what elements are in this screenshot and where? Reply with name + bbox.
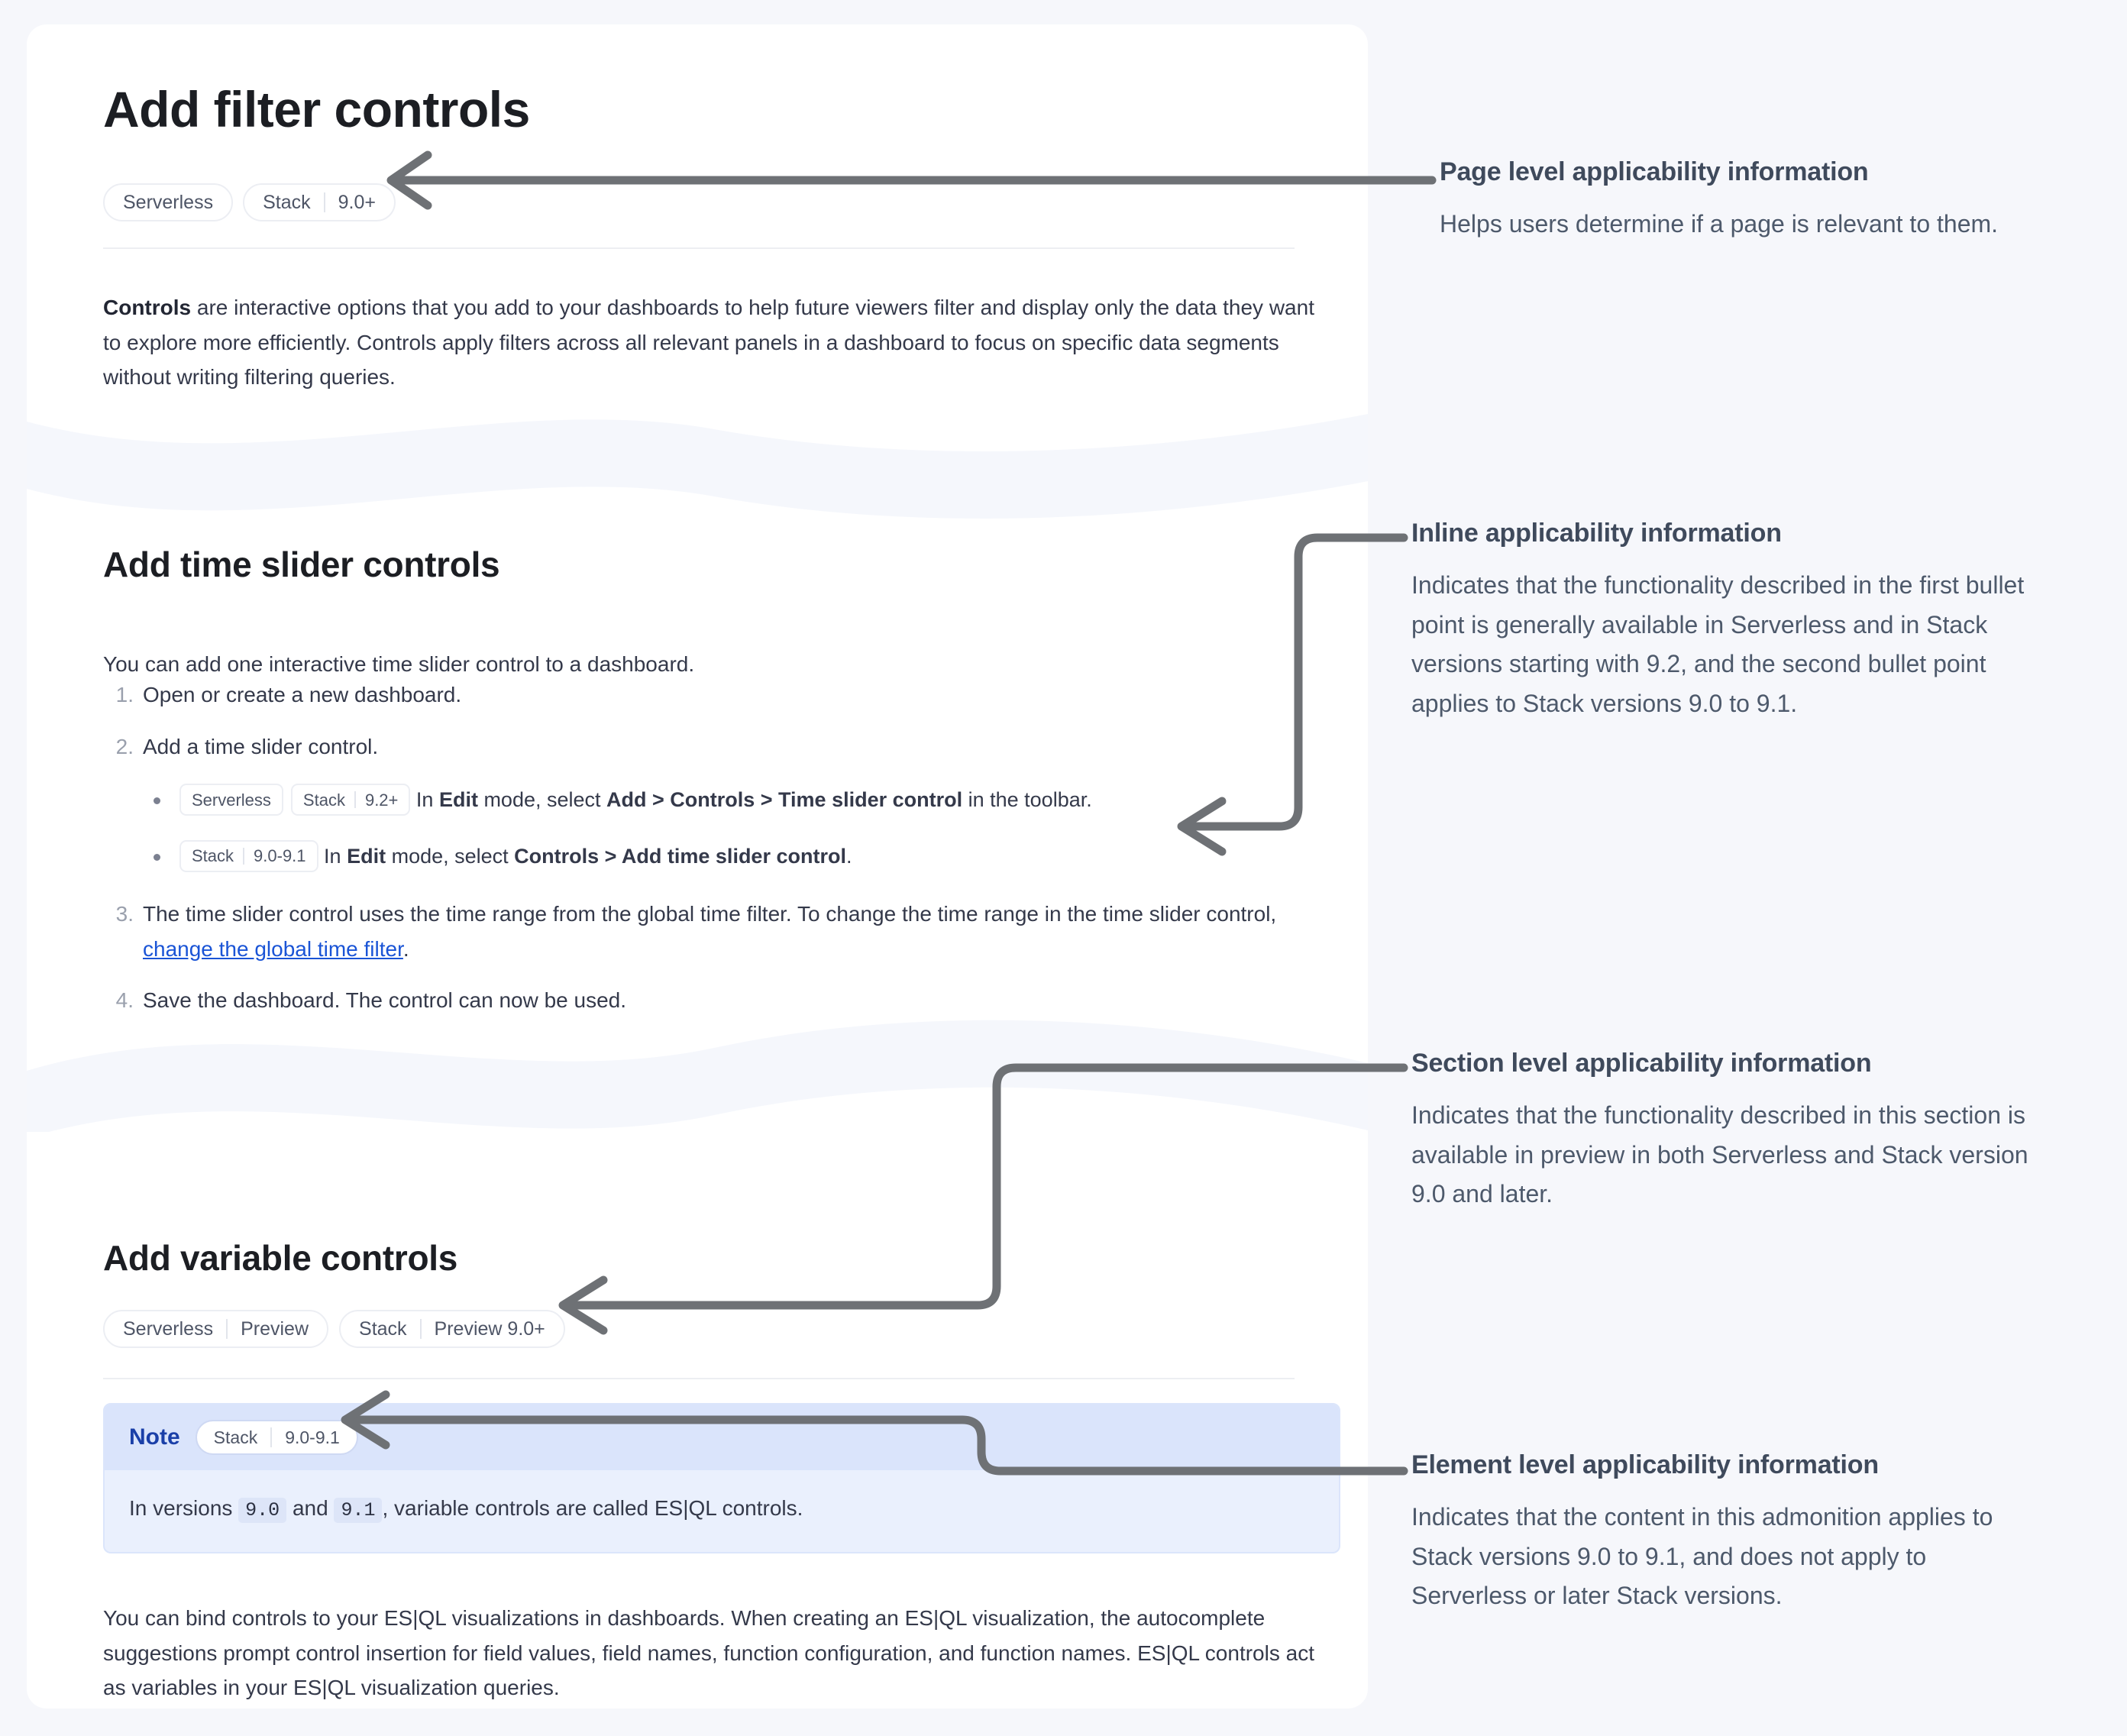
stack-badge[interactable]: Stack 9.0+	[243, 183, 396, 221]
section-heading-variable-controls: Add variable controls	[103, 1238, 458, 1278]
list-item-text-end: .	[402, 936, 409, 961]
intro-lead-term: Controls	[103, 296, 192, 319]
badge-segment-product: Serverless	[123, 1317, 214, 1340]
annotation-title: Element level applicability information	[1411, 1450, 1879, 1479]
badge-segment-product: Stack	[359, 1317, 407, 1340]
badge-separator	[323, 192, 325, 212]
bullet-text-1: In	[415, 788, 439, 812]
badge-segment-product: Stack	[302, 790, 345, 810]
badge-separator	[226, 1319, 228, 1339]
list-item: 2. Add a time slider control. Serverless…	[103, 729, 1317, 874]
annotation-title: Inline applicability information	[1411, 519, 1782, 548]
annotation-body: Indicates that the functionality describ…	[1411, 1101, 2028, 1208]
bullet-text-3: in the toolbar.	[962, 788, 1092, 812]
annotation-body: Indicates that the functionality describ…	[1411, 571, 2025, 718]
list-item-text: Add a time slider control.	[143, 734, 379, 758]
note-label: Note	[129, 1424, 180, 1450]
list-number: 4.	[115, 988, 134, 1013]
badge-segment-product: Stack	[263, 191, 311, 213]
annotation-title: Page level applicability information	[1440, 157, 1869, 186]
annotation-body: Helps users determine if a page is relev…	[1440, 209, 1999, 238]
documentation-panel: Add filter controls Serverless Stack 9.0…	[27, 24, 1368, 1709]
time-slider-steps: 1. Open or create a new dashboard. 2. Ad…	[103, 677, 1317, 1035]
version-code-90: 9.0	[238, 1498, 287, 1523]
list-item-text: The time slider control uses the time ra…	[143, 902, 1277, 926]
note-admonition: Note Stack 9.0-9.1 In versions 9.0 and 9…	[103, 1403, 1340, 1553]
page-title: Add filter controls	[103, 81, 530, 137]
badge-separator	[243, 848, 245, 865]
list-number: 2.	[115, 734, 134, 758]
badge-separator	[270, 1427, 273, 1447]
serverless-badge[interactable]: Serverless	[103, 183, 234, 221]
badge-segment-version: 9.2+	[364, 790, 399, 810]
bullet-bold-edit: Edit	[438, 788, 478, 812]
badge-segment-product: Stack	[213, 1427, 258, 1447]
global-time-filter-link[interactable]: change the global time filter	[143, 936, 403, 961]
intro-rest: are interactive options that you add to …	[103, 296, 1314, 390]
page-applicability-badges: Serverless Stack 9.0+	[103, 183, 396, 221]
section-heading-time-slider: Add time slider controls	[103, 545, 500, 584]
stack-preview-badge[interactable]: Stack Preview 9.0+	[339, 1310, 565, 1348]
stack-badge[interactable]: Stack 9.0-9.1	[195, 1420, 358, 1455]
bullet-bold-edit: Edit	[347, 845, 386, 868]
note-text-2: and	[286, 1496, 335, 1520]
list-item-text: Open or create a new dashboard.	[143, 683, 462, 706]
bullet-text-2: mode, select	[477, 788, 607, 812]
bullet-text-3: .	[845, 845, 852, 868]
section-divider	[103, 1378, 1295, 1379]
annotation-element-level: Element level applicability information …	[1411, 1450, 2045, 1616]
list-item-text: Save the dashboard. The control can now …	[143, 988, 627, 1013]
note-header: Note Stack 9.0-9.1	[105, 1405, 1339, 1470]
variable-controls-paragraph: You can bind controls to your ES|QL visu…	[103, 1606, 1314, 1700]
serverless-badge[interactable]: Serverless	[179, 784, 283, 816]
stack-badge[interactable]: Stack 9.2+	[290, 784, 411, 816]
annotation-title: Section level applicability information	[1411, 1049, 1872, 1078]
badge-segment-version: 9.0-9.1	[254, 846, 306, 866]
title-divider	[103, 247, 1295, 249]
list-number: 3.	[115, 902, 134, 926]
badge-segment-lifecycle: Preview	[241, 1317, 309, 1340]
serverless-preview-badge[interactable]: Serverless Preview	[103, 1310, 329, 1348]
annotation-inline: Inline applicability information Indicat…	[1411, 518, 2045, 724]
list-number: 1.	[115, 683, 134, 706]
list-item: Serverless Stack 9.2+ In Edit mode, sele…	[143, 784, 1317, 817]
note-text-3: , variable controls are called ES|QL con…	[382, 1496, 803, 1520]
badge-separator	[354, 791, 356, 809]
note-body: In versions 9.0 and 9.1, variable contro…	[105, 1470, 1339, 1552]
badge-segment-product: Stack	[192, 846, 234, 866]
bullet-text-2: mode, select	[386, 845, 515, 868]
annotation-section-level: Section level applicability information …	[1411, 1048, 2045, 1214]
wave-divider-1	[27, 414, 1368, 519]
badge-segment-version: 9.0+	[338, 191, 376, 213]
note-text-1: In versions	[129, 1496, 239, 1520]
badge-segment-lifecycle-version: Preview 9.0+	[434, 1317, 545, 1340]
stack-badge[interactable]: Stack 9.0-9.1	[179, 840, 318, 872]
intro-paragraph: Controls are interactive options that yo…	[103, 290, 1321, 395]
badge-segment-version: 9.0-9.1	[285, 1427, 340, 1447]
annotation-page-level: Page level applicability information Hel…	[1440, 157, 2074, 244]
annotation-body: Indicates that the content in this admon…	[1411, 1502, 1993, 1610]
bullet-bold-menu-path: Controls > Add time slider control	[514, 845, 846, 868]
inline-applicability-bullets: Serverless Stack 9.2+ In Edit mode, sele…	[143, 784, 1317, 874]
list-item: 3. The time slider control uses the time…	[103, 897, 1317, 966]
bullet-bold-menu-path: Add > Controls > Time slider control	[606, 788, 963, 812]
bullet-text-1: In	[324, 845, 347, 868]
list-item: 1. Open or create a new dashboard.	[103, 677, 1317, 713]
time-slider-intro: You can add one interactive time slider …	[103, 652, 695, 676]
list-item: 4. Save the dashboard. The control can n…	[103, 983, 1317, 1018]
section-applicability-badges: Serverless Preview Stack Preview 9.0+	[103, 1310, 565, 1348]
badge-segment-product: Serverless	[123, 191, 214, 213]
list-item: Stack 9.0-9.1 In Edit mode, select Contr…	[143, 840, 1317, 874]
badge-separator	[419, 1319, 422, 1339]
badge-segment-product: Serverless	[192, 790, 271, 810]
version-code-91: 9.1	[334, 1498, 383, 1523]
